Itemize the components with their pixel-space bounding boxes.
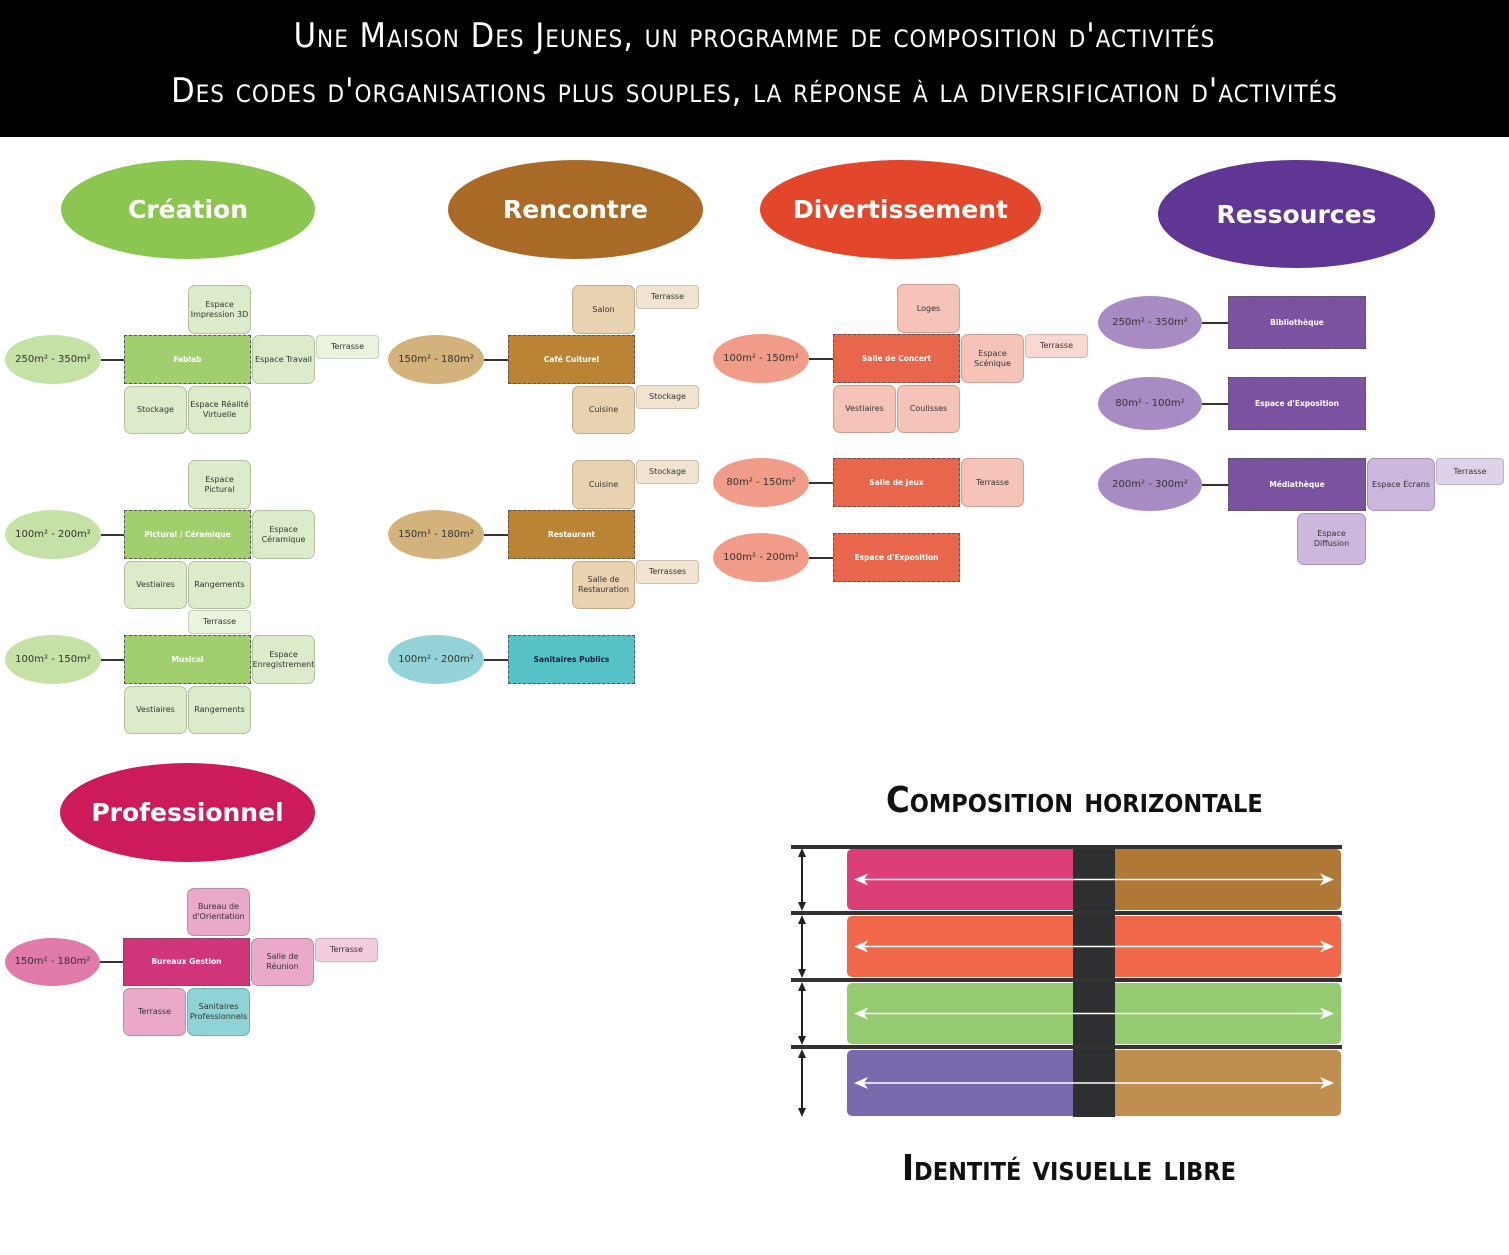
sub-space-box: Espace Enregistrement [252,635,315,684]
header-creation: Création [61,160,315,259]
title-line-2: Des codes d'organisations plus souples, … [171,71,1338,111]
area-oval: 250m² - 350m² [5,335,101,384]
header-ressources: Ressources [1158,160,1435,268]
main-space-box: Médiathèque [1228,458,1366,511]
arrows-icon [798,1049,1334,1117]
sub-space-box: Espace Travail [252,335,315,384]
arrows-icon [798,982,1334,1045]
sub-space-box: Vestiaires [124,686,187,734]
sub-space-box: Bureau de d'Orientation [187,888,250,936]
sub-space-box: Terrasse [961,458,1024,507]
sub-space-box: Espace Réalité Virtuelle [188,386,251,434]
connector-line [1202,402,1228,405]
header-rencontre: Rencontre [448,160,703,259]
main-space-box: Café Culturel [508,335,635,384]
main-space-box: Restaurant [508,510,635,559]
connector-line [809,556,833,559]
composition-title: Composition horizontale [886,780,1263,821]
main-space-box: Salle de Concert [833,334,960,383]
area-oval: 80m² - 150m² [713,458,809,507]
sub-space-box: Terrasse [315,938,378,962]
composition-subtitle: Identité visuelle libre [902,1148,1237,1189]
sub-space-box: Terrasses [636,560,699,584]
connector-line [484,658,508,661]
area-oval: 150m² - 180m² [5,938,100,986]
sub-space-box: Stockage [124,386,187,434]
row-separator [791,1045,1342,1049]
connector-line [809,481,833,484]
sub-space-box: Rangements [188,686,251,734]
connector-line [484,358,508,361]
header-divertissement: Divertissement [760,160,1041,259]
area-oval: 100m² - 200m² [388,635,484,684]
connector-line [101,658,124,661]
title-banner: Une Maison Des Jeunes, un programme de c… [0,0,1509,137]
connector-line [1202,321,1228,324]
sub-space-box: Espace Céramique [252,510,315,559]
area-oval: 100m² - 150m² [5,635,101,684]
arrows-icon [798,915,1334,978]
main-space-box: Fablab [124,335,251,384]
arrows-icon [798,848,1334,911]
title-line-1: Une Maison Des Jeunes, un programme de c… [293,16,1216,56]
connector-line [809,357,833,360]
sub-space-box: Loges [897,284,960,333]
sub-space-box: Espace Diffusion [1297,513,1366,565]
main-space-box: Bibliothèque [1228,296,1366,349]
sub-space-box: Rangements [188,561,251,609]
main-space-box: Musical [124,635,251,684]
sub-space-box: Salle de Réunion [251,938,314,986]
area-oval: 80m² - 100m² [1098,377,1202,430]
sub-space-box: Terrasse [123,988,186,1036]
connector-line [101,533,124,536]
area-oval: 150m² - 180m² [388,335,484,384]
main-space-box: Pictural / Céramique [124,510,251,559]
sub-space-box: Salon [572,285,635,334]
main-space-box: Espace d'Exposition [1228,377,1366,430]
row-separator [791,911,1342,915]
sub-space-box: Vestiaires [124,561,187,609]
sub-space-box: Vestiaires [833,385,896,433]
sub-space-box: Terrasse [316,335,379,359]
sub-space-box: Espace Impression 3D [188,285,251,334]
sub-space-box: Stockage [636,385,699,409]
sub-space-box: Stockage [636,460,699,484]
connector-line [100,961,123,963]
row-separator [791,978,1342,982]
sub-space-box: Cuisine [572,460,635,509]
area-oval: 100m² - 200m² [5,510,101,559]
sub-space-box: Cuisine [572,386,635,434]
connector-line [1202,483,1228,486]
connector-line [101,358,124,361]
area-oval: 200m² - 300m² [1098,458,1202,511]
connector-line [484,533,508,536]
area-oval: 250m² - 350m² [1098,296,1202,349]
sub-space-box: Salle de Restauration [572,561,635,609]
main-space-box: Sanitaires Publics [508,635,635,684]
row-separator [791,845,1342,849]
sub-space-box: Terrasse [188,610,251,634]
sub-space-box: Sanitaires Professionnels [187,988,250,1036]
area-oval: 100m² - 200m² [713,533,809,582]
main-space-box: Bureaux Gestion [123,938,250,986]
main-space-box: Espace d'Exposition [833,533,960,582]
sub-space-box: Espace Scénique [961,334,1024,383]
area-oval: 100m² - 150m² [713,334,809,383]
sub-space-box: Terrasse [1025,334,1088,358]
header-professionnel: Professionnel [60,763,315,862]
main-space-box: Salle de Jeux [833,458,960,507]
area-oval: 150m² - 180m² [388,510,484,559]
sub-space-box: Terrasse [1436,458,1504,485]
sub-space-box: Coulisses [897,385,960,433]
sub-space-box: Terrasse [636,285,699,309]
sub-space-box: Espace Écrans [1367,458,1435,511]
sub-space-box: Espace Pictural [188,460,251,509]
